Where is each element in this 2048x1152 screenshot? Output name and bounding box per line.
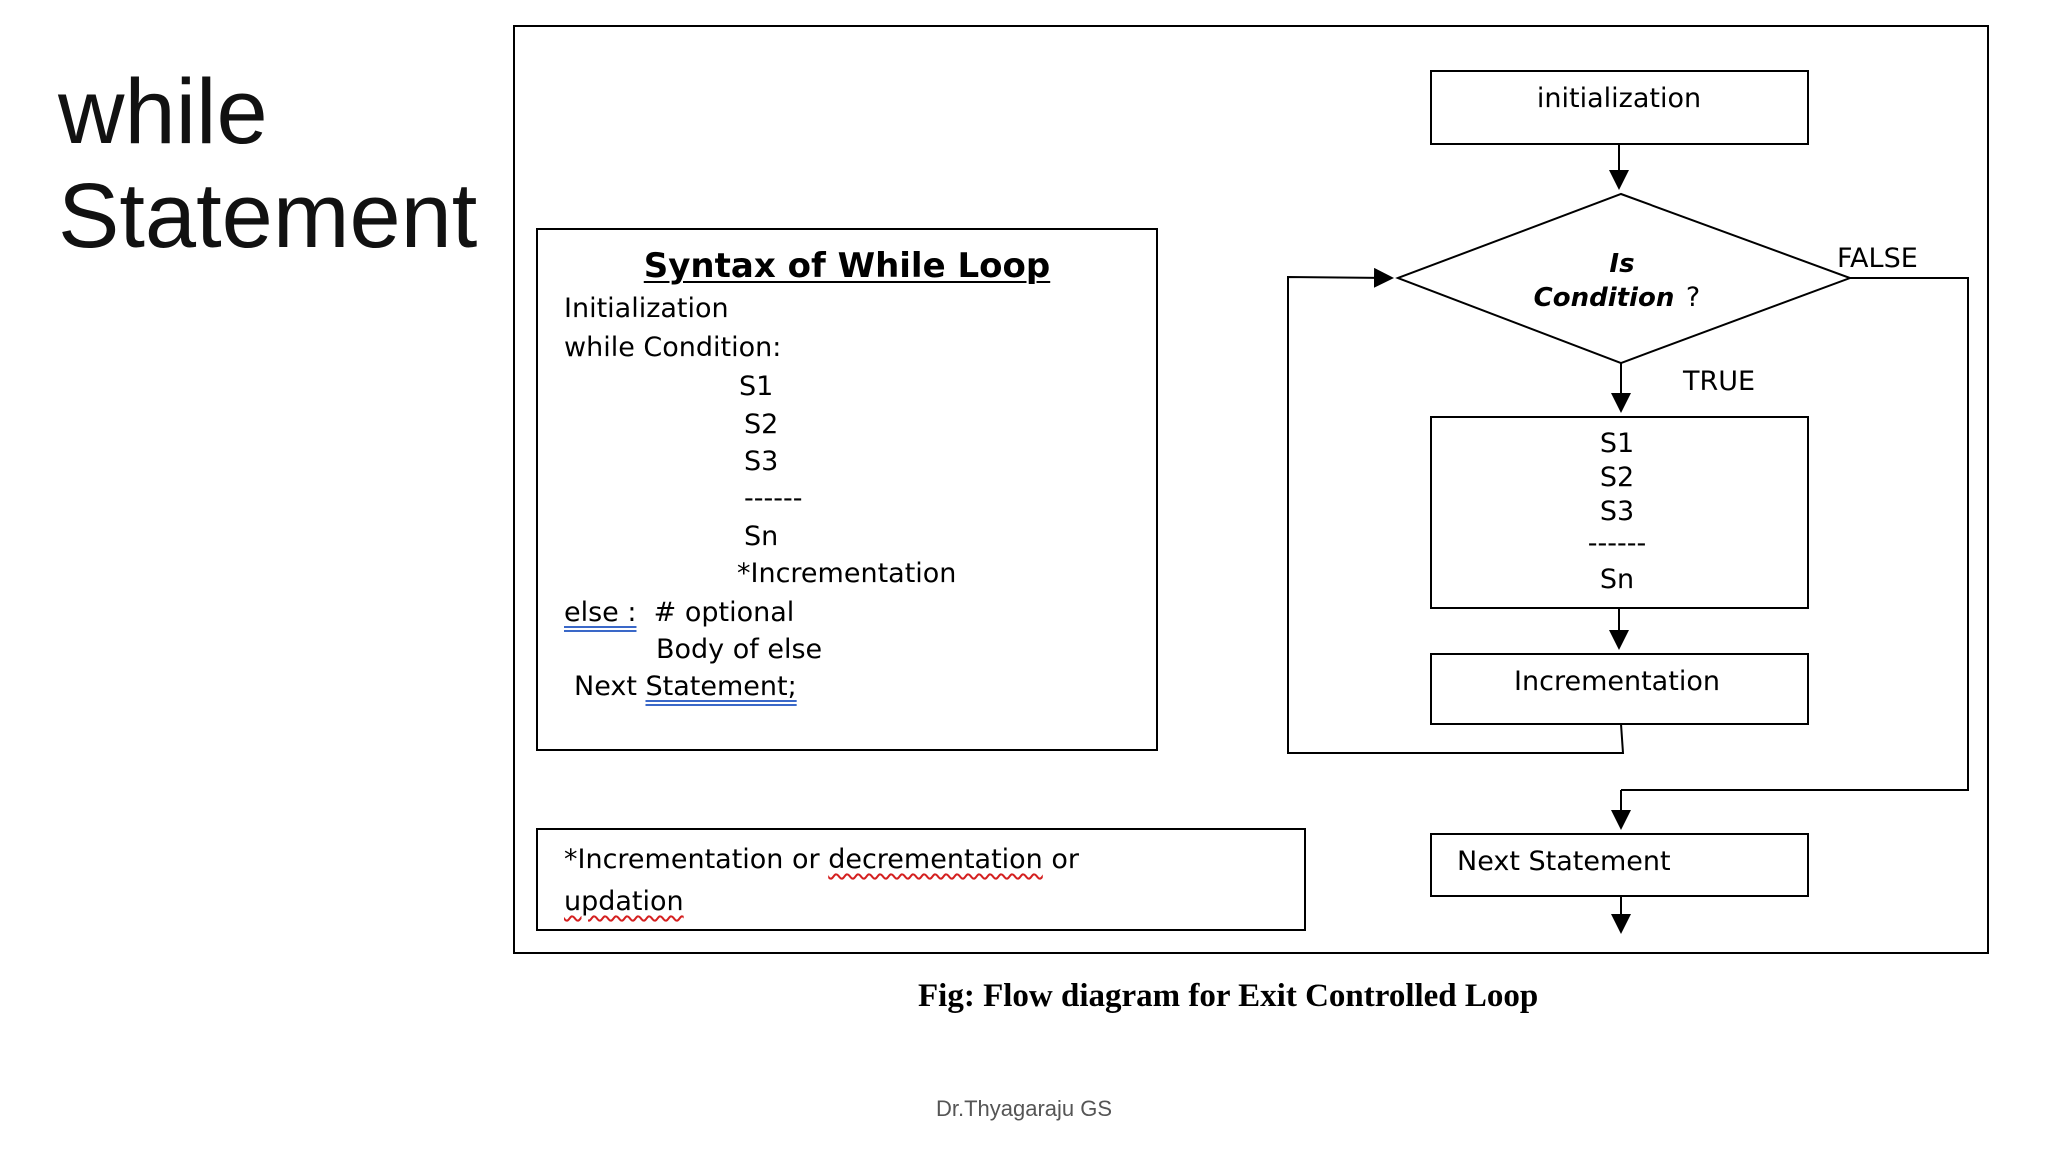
else-keyword: else :	[564, 597, 637, 628]
note-part3: or	[1042, 844, 1079, 875]
syntax-line-else-body: Body of else	[656, 634, 823, 665]
figure-caption: Fig: Flow diagram for Exit Controlled Lo…	[918, 978, 1539, 1014]
syntax-line-init: Initialization	[564, 293, 729, 324]
note-part2: decrementation	[828, 844, 1043, 875]
note-line2: updation	[564, 886, 684, 918]
else-comment: # optional	[636, 597, 795, 628]
next-keyword: Statement;	[645, 671, 797, 702]
slide-title-line1: while	[58, 61, 268, 163]
slide-footer: Dr.Thyagaraju GS	[935, 1096, 1113, 1121]
syntax-line-sn: Sn	[744, 521, 779, 552]
syntax-line-while: while Condition:	[564, 332, 782, 363]
syntax-line-s2: S2	[744, 409, 779, 440]
note-updation: updation	[564, 886, 684, 917]
syntax-line-dash: ------	[744, 483, 803, 514]
syntax-line-s1: S1	[739, 371, 774, 402]
slide-title-line2: Statement	[58, 165, 478, 267]
note-line1: *Incrementation or decrementation or	[564, 844, 1079, 876]
syntax-line-next: Next Statement;	[574, 671, 797, 703]
syntax-heading: Syntax of While Loop	[643, 246, 1051, 286]
note-part1: *Incrementation or	[564, 844, 829, 875]
syntax-box: Syntax of While Loop Initialization whil…	[536, 228, 1158, 751]
next-prefix: Next	[574, 671, 646, 702]
syntax-line-incr: *Incrementation	[737, 558, 957, 589]
syntax-line-s3: S3	[744, 446, 779, 477]
syntax-line-else: else : # optional	[564, 597, 794, 629]
note-box: *Incrementation or decrementation or upd…	[536, 828, 1306, 931]
slide-title: while Statement	[58, 60, 477, 268]
